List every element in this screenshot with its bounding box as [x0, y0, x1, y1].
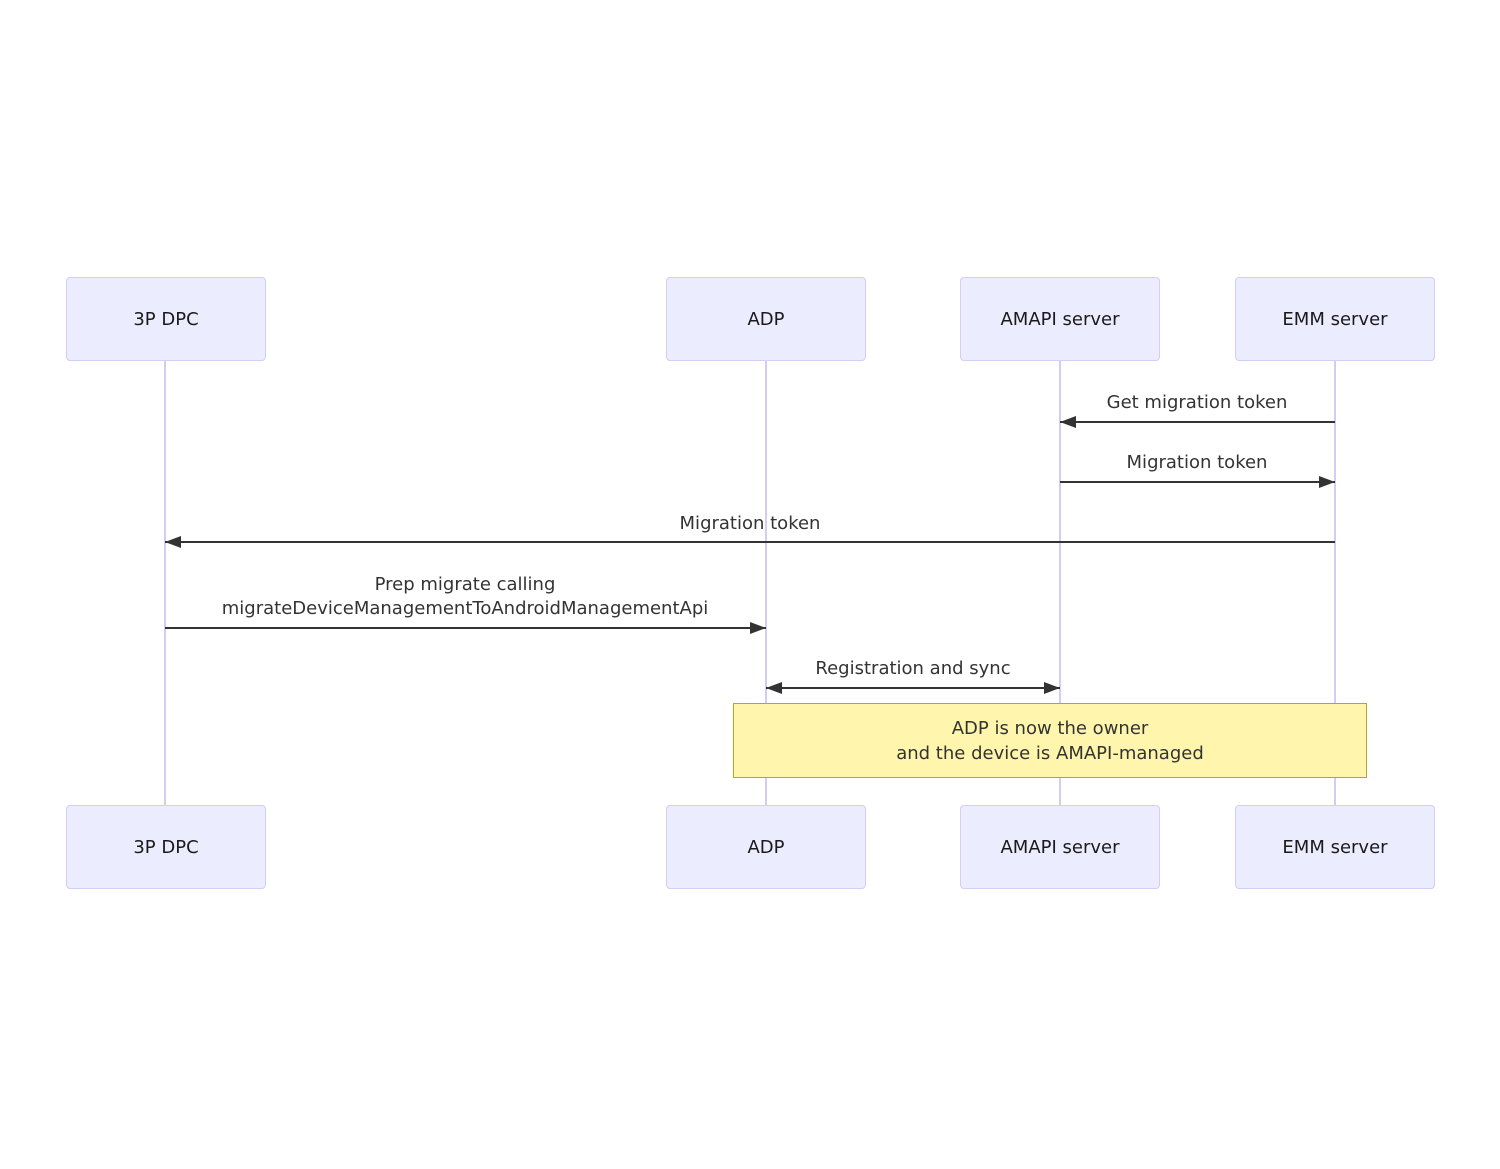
actor-label: AMAPI server [1000, 308, 1120, 330]
actor-3p-dpc-top: 3P DPC [66, 277, 266, 361]
message-label-migration-token-to-dpc: Migration token [680, 512, 821, 536]
actor-emm-server-top: EMM server [1235, 277, 1435, 361]
lifeline-emm-server [1334, 361, 1336, 805]
message-label-get-migration-token: Get migration token [1107, 391, 1288, 415]
actor-label: 3P DPC [133, 308, 199, 330]
message-label-registration-and-sync: Registration and sync [815, 657, 1010, 681]
actor-label: ADP [747, 308, 785, 330]
lifeline-amapi-server [1059, 361, 1061, 805]
note-text-line-1: ADP is now the owner [951, 717, 1149, 739]
actor-3p-dpc-bottom: 3P DPC [66, 805, 266, 889]
actor-label: AMAPI server [1000, 836, 1120, 858]
message-line-prep-migrate [165, 627, 766, 629]
actor-label: ADP [747, 836, 785, 858]
note-adp-is-owner: ADP is now the owner and the device is A… [733, 703, 1367, 778]
actor-adp-bottom: ADP [666, 805, 866, 889]
arrowhead-right [1044, 682, 1060, 694]
actor-adp-top: ADP [666, 277, 866, 361]
actor-amapi-server-top: AMAPI server [960, 277, 1160, 361]
lifeline-3p-dpc [164, 361, 166, 805]
actor-label: 3P DPC [133, 836, 199, 858]
message-line-migration-token-to-emm [1060, 481, 1335, 483]
message-label-migration-token-to-emm: Migration token [1127, 451, 1268, 475]
message-text-line-1: Prep migrate calling [374, 574, 556, 595]
message-line-registration-and-sync [766, 687, 1060, 689]
message-text: Migration token [1126, 452, 1268, 473]
message-text: Get migration token [1106, 392, 1288, 413]
message-text: Migration token [679, 513, 821, 534]
message-label-prep-migrate: Prep migrate calling migrateDeviceManage… [222, 573, 709, 621]
lifeline-adp [765, 361, 767, 805]
arrowhead-right [1319, 476, 1335, 488]
actor-amapi-server-bottom: AMAPI server [960, 805, 1160, 889]
arrowhead-left [1060, 416, 1076, 428]
message-text: Registration and sync [815, 658, 1011, 679]
arrowhead-right [750, 622, 766, 634]
message-line-get-migration-token [1060, 421, 1335, 423]
actor-label: EMM server [1282, 836, 1388, 858]
note-text-line-2: and the device is AMAPI-managed [896, 742, 1204, 764]
arrowhead-left [766, 682, 782, 694]
actor-label: EMM server [1282, 308, 1388, 330]
arrowhead-left [165, 536, 181, 548]
message-text-line-2: migrateDeviceManagementToAndroidManageme… [221, 598, 709, 619]
actor-emm-server-bottom: EMM server [1235, 805, 1435, 889]
message-line-migration-token-to-dpc [165, 541, 1335, 543]
